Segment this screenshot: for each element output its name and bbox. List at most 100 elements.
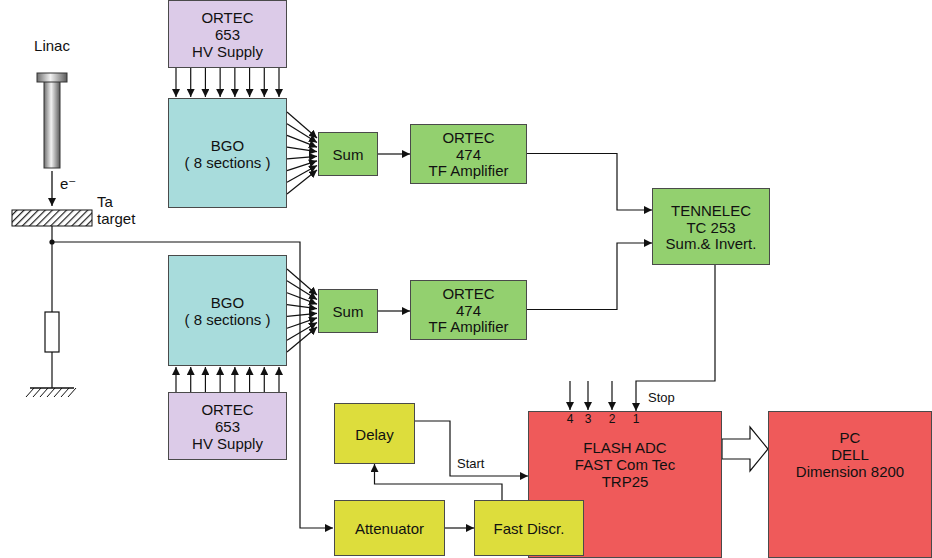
hv-supply-box: ORTEC 653 HV Supply (168, 392, 287, 460)
text-line: TRP25 (575, 474, 675, 491)
node-text: Sum (333, 304, 364, 321)
text-line: TF Amplifier (428, 319, 508, 336)
text-line: Sum.& Invert. (666, 236, 757, 253)
connector-line (220, 68, 221, 97)
connector-line (220, 367, 221, 392)
text-line: 653 (192, 419, 263, 436)
pin-number: 4 (567, 413, 574, 427)
connector-line (287, 161, 317, 171)
node-text: Fast Discr. (494, 521, 565, 538)
ground-hatch-stroke (47, 388, 55, 397)
amplifier-box: ORTEC 474 TF Amplifier (410, 280, 527, 340)
connector-line (287, 305, 317, 309)
node-text: ORTEC 653 HV Supply (192, 10, 263, 61)
text-line: TENNELEC (666, 203, 757, 220)
signal-wire (52, 242, 333, 528)
text-line: ORTEC (428, 130, 508, 147)
pin-number: 1 (633, 413, 640, 427)
node-text: TENNELEC TC 253 Sum.& Invert. (666, 203, 757, 254)
connector (176, 367, 279, 392)
ground-hatch-stroke (61, 388, 69, 397)
text-line: ORTEC (192, 402, 263, 419)
node-text: PC DELL Dimension 8200 (796, 430, 904, 481)
sum-box: Sum (318, 289, 378, 333)
input-arrow (611, 381, 612, 410)
text-line: PC (796, 430, 904, 447)
connector-line (205, 68, 206, 97)
connector-line (287, 170, 317, 194)
node-text: Sum (333, 147, 364, 164)
connector (378, 311, 410, 312)
connector-line (287, 156, 317, 159)
ground-hatch-stroke (26, 388, 34, 397)
connector-line (205, 367, 206, 392)
node-text: ( 8 sections ) (185, 312, 271, 329)
delay-box: Delay (334, 403, 415, 464)
connector-line (527, 243, 652, 310)
node-text: ORTEC 653 HV Supply (192, 402, 263, 453)
connector-line (287, 327, 317, 352)
sum-box: Sum (318, 132, 378, 176)
linac-tube (44, 80, 60, 168)
detector-box: BGO( 8 sections ) (168, 98, 287, 208)
data-bus-arrow (722, 427, 768, 471)
connector-line (190, 68, 191, 97)
connector (722, 427, 768, 471)
text-line: HV Supply (192, 436, 263, 453)
particle-label: e⁻ (60, 176, 76, 193)
ground-hatch-stroke (40, 388, 48, 397)
ground-hatch-stroke (33, 388, 41, 397)
connector-line (287, 135, 317, 147)
text-line: ORTEC (428, 286, 508, 303)
connector-line (264, 68, 265, 97)
connector-line (287, 281, 317, 300)
connector (415, 421, 528, 476)
electron-beam (51, 171, 52, 206)
text-line: 474 (428, 303, 508, 320)
connector-line (175, 68, 176, 97)
connector-line (378, 153, 410, 154)
node-text: Attenuator (355, 521, 424, 538)
text-line: HV Supply (192, 44, 263, 61)
text-line: 653 (192, 27, 263, 44)
connector-line (234, 68, 235, 97)
amplifier-box: ORTEC 474 TF Amplifier (410, 124, 527, 184)
connector-line (264, 367, 265, 392)
input-arrow (569, 381, 570, 410)
text-line: TC 253 (666, 220, 757, 237)
ground-symbol (30, 387, 74, 388)
signal-label: Start (455, 457, 486, 472)
target-wire (51, 226, 52, 312)
connector-line (278, 367, 279, 392)
connector (378, 154, 410, 155)
connector-line (278, 68, 279, 97)
pin-number: 2 (609, 413, 616, 427)
linac-head (37, 73, 67, 82)
signal-label: Stop (646, 391, 677, 406)
node-text: ( 8 sections ) (185, 155, 271, 172)
pin-number: 3 (585, 413, 592, 427)
text-line: 474 (428, 147, 508, 164)
connector-line (378, 310, 410, 311)
text-line: TF Amplifier (428, 163, 508, 180)
attenuator-box: Attenuator (334, 500, 445, 556)
resistor-symbol (45, 312, 59, 352)
connector (287, 269, 317, 352)
connector-line (287, 269, 317, 295)
connector-line (175, 367, 176, 392)
connector-line (287, 147, 317, 152)
connector-line (415, 421, 528, 476)
connector (527, 154, 652, 211)
target-plate (12, 210, 92, 226)
node-text: ORTEC 474 TF Amplifier (428, 286, 508, 337)
node-text: ORTEC 474 TF Amplifier (428, 130, 508, 181)
node-text: BGO (211, 138, 244, 155)
connector-line (287, 313, 317, 316)
connector-line (249, 68, 250, 97)
computer-box: PC DELL Dimension 8200 (768, 411, 932, 558)
text-line: DELL (796, 447, 904, 464)
ground-hatch (26, 388, 76, 397)
connector (176, 68, 279, 97)
connector (287, 112, 317, 194)
connector-line (636, 265, 715, 411)
